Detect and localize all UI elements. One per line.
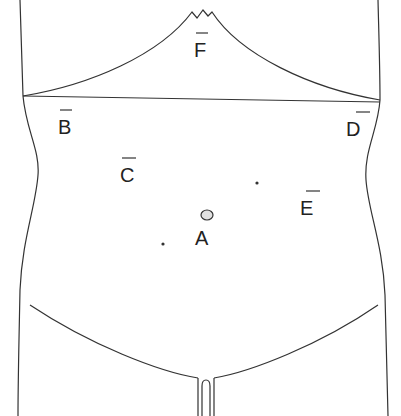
rib-line — [23, 96, 380, 102]
region-letter: C — [120, 165, 134, 185]
region-letter: B — [58, 117, 71, 137]
label-bar — [196, 32, 208, 33]
region-letter: E — [300, 198, 313, 218]
region-letter: F — [194, 40, 206, 60]
body-outline — [366, 0, 388, 416]
costal-margin — [23, 10, 380, 100]
body-outline — [18, 0, 38, 416]
label-bar — [60, 109, 72, 110]
label-bar — [306, 190, 320, 191]
region-letter: D — [346, 119, 360, 139]
label-bar — [356, 111, 370, 112]
inguinal-line — [30, 305, 378, 378]
point-marker — [161, 242, 164, 245]
genital-outline — [198, 378, 214, 416]
umbilicus — [201, 210, 213, 220]
region-letter: A — [195, 228, 208, 248]
point-marker — [255, 181, 258, 184]
label-bar — [122, 157, 136, 158]
